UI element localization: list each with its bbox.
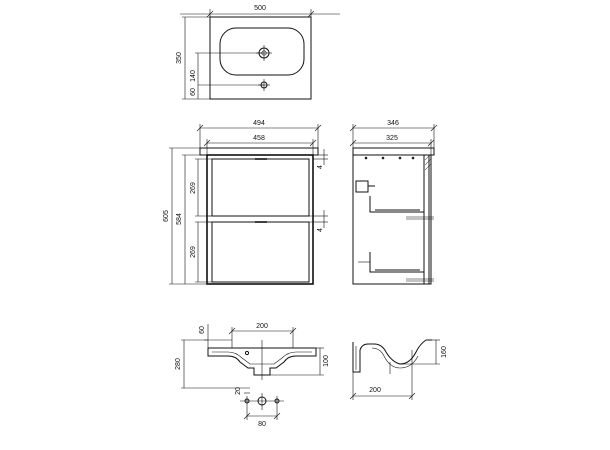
dim-hole-spacing: 80 bbox=[258, 421, 266, 428]
dim-gap-middle: 4 bbox=[317, 228, 324, 232]
basin-outline bbox=[209, 16, 312, 100]
lower-drawer-box bbox=[369, 252, 425, 273]
cabinet-body bbox=[206, 154, 314, 285]
side-view: 346 325 bbox=[349, 120, 438, 285]
top-view: 500 350 140 60 bbox=[176, 5, 340, 100]
dim-side-outer: 346 bbox=[387, 120, 399, 127]
dim-gap-top: 4 bbox=[317, 165, 324, 169]
bowl-outline bbox=[219, 27, 305, 76]
basin-profile: 200 160 bbox=[349, 339, 448, 400]
dim-total-height: 605 bbox=[163, 210, 170, 222]
side-back-panel bbox=[423, 154, 432, 285]
side-hinge bbox=[355, 180, 369, 193]
dim-lower-drawer: 269 bbox=[190, 246, 197, 258]
dim-top-width: 500 bbox=[254, 5, 266, 12]
dim-upper-drawer: 269 bbox=[190, 182, 197, 194]
cabinet-top bbox=[199, 147, 319, 156]
basin-tap-hole bbox=[244, 350, 250, 356]
dim-inner-width: 458 bbox=[253, 135, 265, 142]
dim-top-depth: 350 bbox=[176, 52, 183, 64]
dim-cabinet-height: 584 bbox=[176, 213, 183, 225]
lower-drawer bbox=[211, 221, 310, 283]
dim-tap-offset: 60 bbox=[190, 88, 197, 96]
dim-drain-offset: 140 bbox=[190, 70, 197, 82]
dim-hole-offset: 20 bbox=[235, 387, 242, 395]
dim-profile-depth: 200 bbox=[369, 387, 381, 394]
dim-bowl-depth: 100 bbox=[323, 355, 330, 367]
upper-drawer-box bbox=[369, 196, 425, 213]
dim-overall-height: 280 bbox=[175, 358, 182, 370]
dim-outer-width: 494 bbox=[253, 120, 265, 127]
upper-drawer bbox=[211, 158, 310, 217]
side-top bbox=[352, 147, 435, 156]
dim-side-inner: 325 bbox=[386, 135, 398, 142]
dim-drain-span: 200 bbox=[256, 323, 268, 330]
front-view: 494 458 605 584 269 269 4 4 bbox=[163, 120, 328, 285]
side-body bbox=[352, 154, 430, 285]
basin-profile-outline bbox=[352, 339, 432, 373]
dim-rim-offset: 60 bbox=[199, 326, 206, 334]
dim-profile-height: 160 bbox=[441, 346, 448, 358]
basin-section: 200 60 280 100 20 80 bbox=[175, 323, 330, 428]
